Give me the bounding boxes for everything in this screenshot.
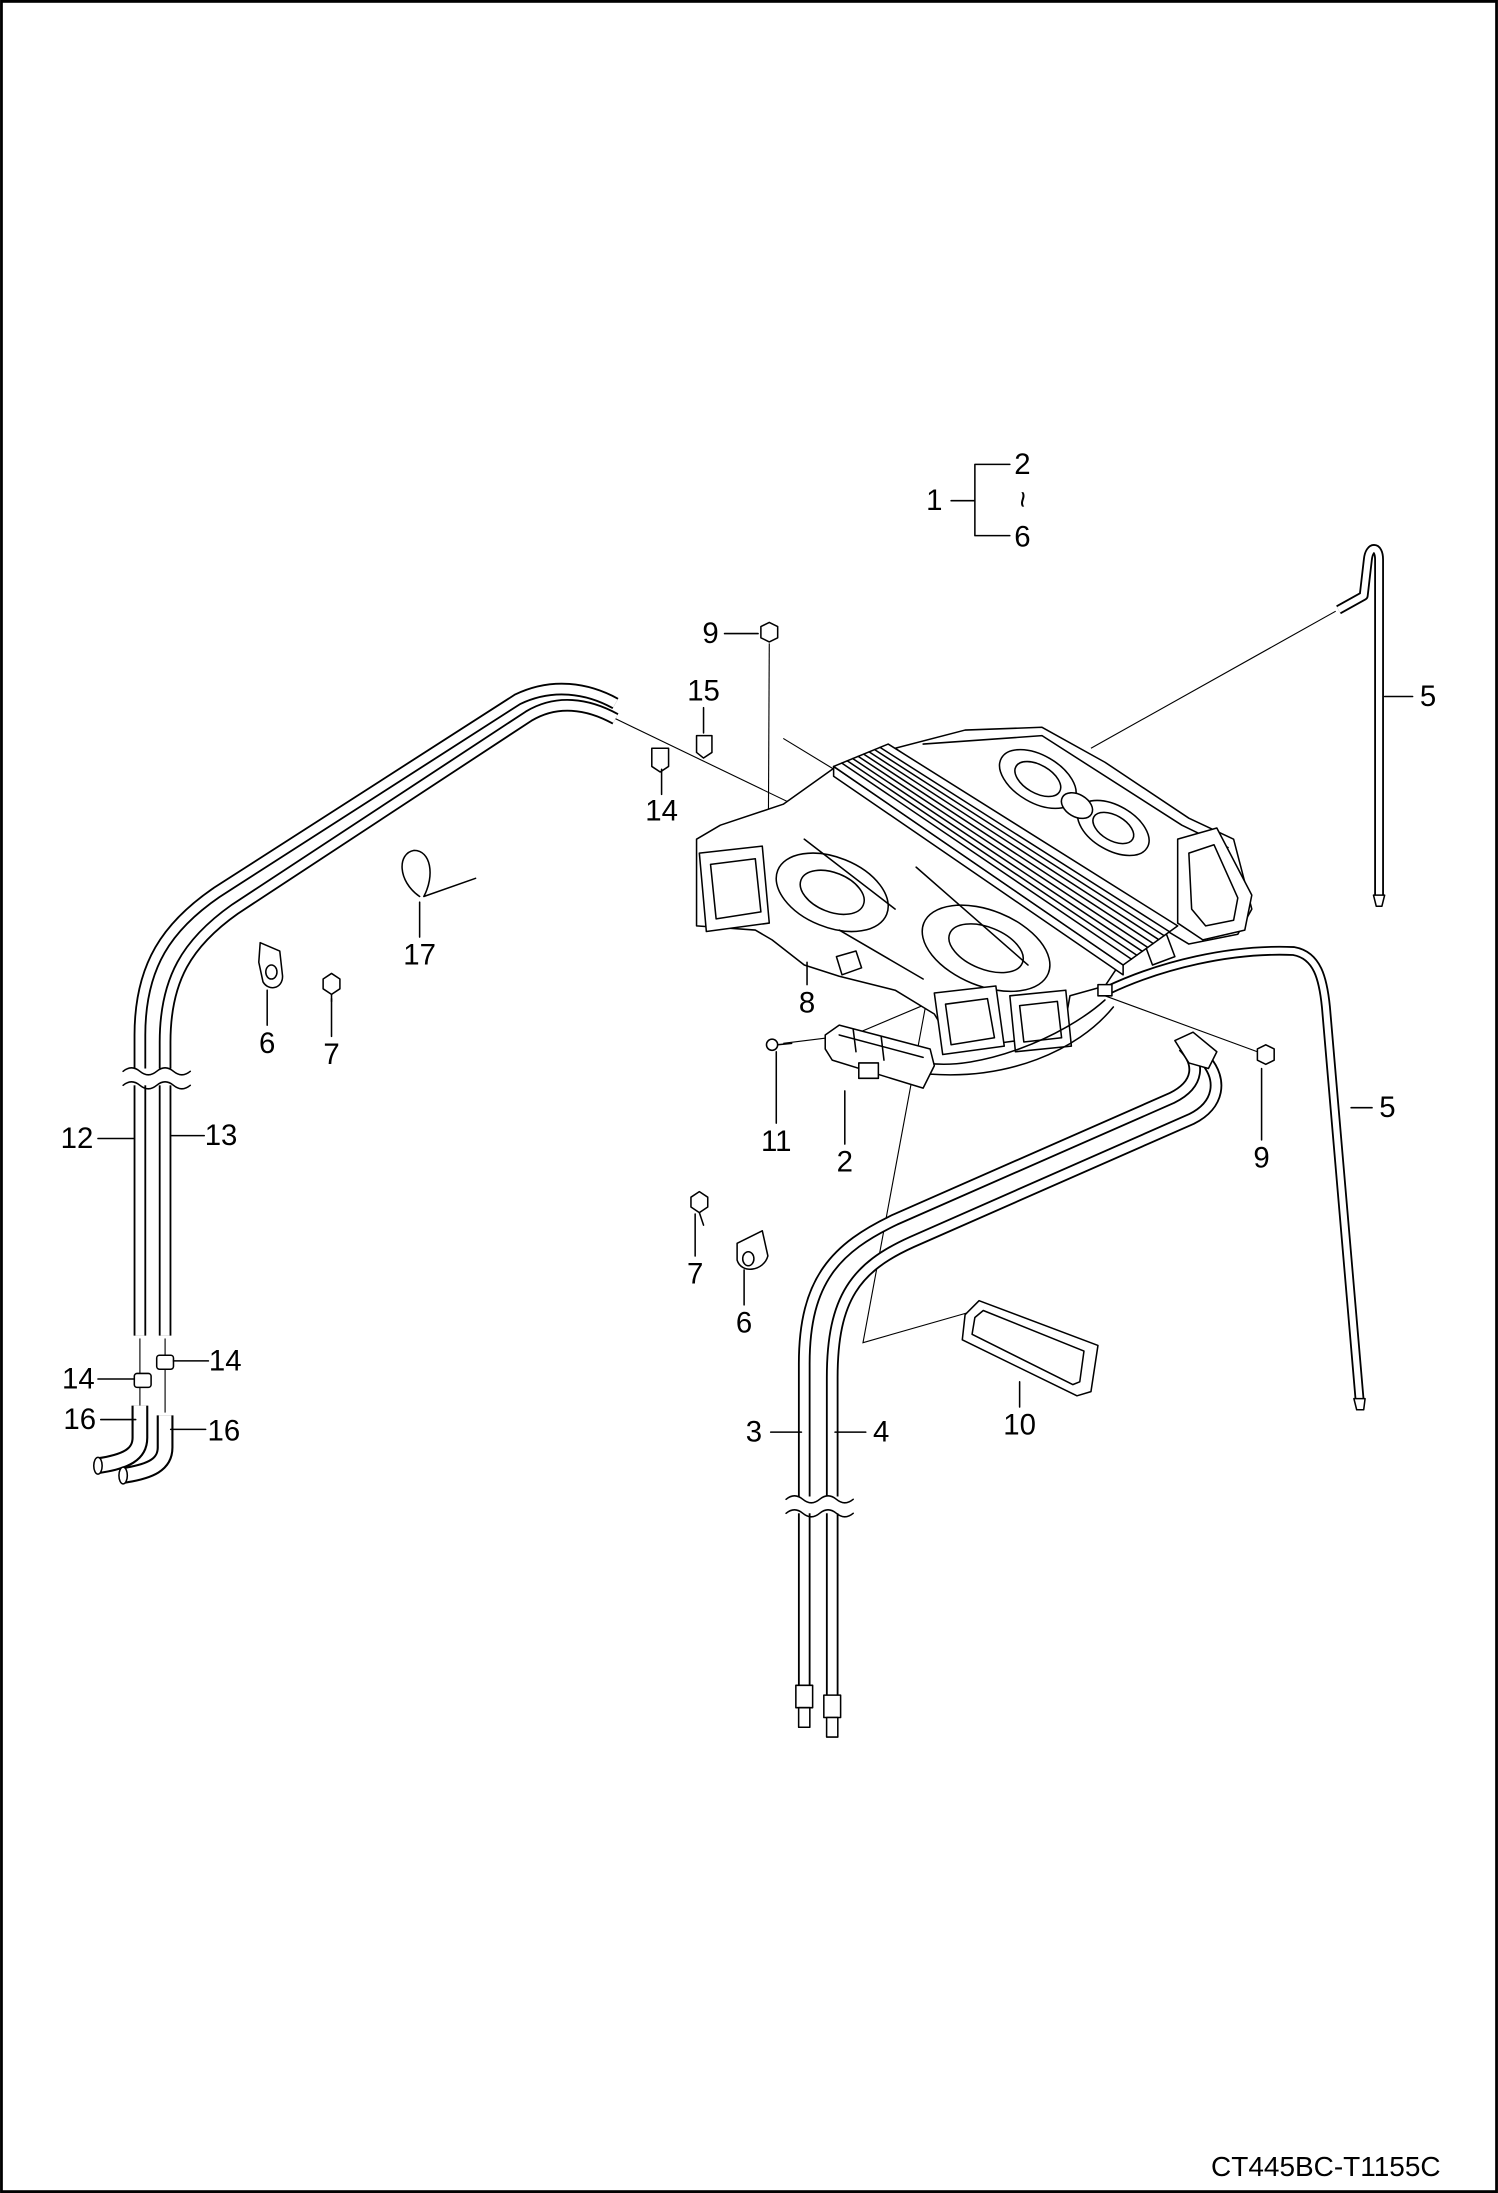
- callout-12: 12: [61, 1122, 94, 1155]
- clip-14-right: [155, 1354, 175, 1370]
- hose-16-left: [92, 1405, 149, 1475]
- callout-2-range-start: 2: [1014, 448, 1030, 481]
- bracket-6-mid: [736, 1229, 769, 1270]
- nut-9-top: [760, 621, 779, 643]
- control-module: [824, 999, 1115, 1089]
- hose-12: [133, 682, 619, 1336]
- clip-15: [695, 734, 713, 759]
- callout-13: 13: [205, 1119, 238, 1152]
- callout-14-left: 14: [62, 1363, 95, 1396]
- callout-range-tilde: ~: [1006, 491, 1039, 508]
- callout-6-left: 6: [259, 1027, 275, 1060]
- callout-3: 3: [746, 1416, 762, 1449]
- callout-16-left: 16: [63, 1403, 96, 1436]
- callout-10: 10: [1003, 1409, 1036, 1442]
- hose-break-left: [122, 1067, 192, 1090]
- hose-5-lower: [1105, 945, 1366, 1411]
- clip-14-top: [651, 747, 670, 773]
- callout-9-top: 9: [702, 617, 718, 650]
- hvac-unit: [695, 726, 1253, 1056]
- callout-16-right: 16: [207, 1414, 240, 1447]
- callout-2: 2: [837, 1146, 853, 1179]
- hose-5-upper: [1336, 544, 1386, 908]
- callout-labels: 2 ~ 6 1 9 15 14 17 6 7 8 12 13 11 2 5 5 …: [61, 448, 1437, 1449]
- callout-5-lower: 5: [1379, 1091, 1395, 1124]
- callout-6-mid: 6: [736, 1307, 752, 1340]
- callout-8: 8: [799, 986, 815, 1019]
- callout-5-upper: 5: [1420, 680, 1436, 713]
- leader-lines: [97, 463, 1414, 1433]
- bracket-6-left: [258, 941, 284, 989]
- callout-7-left: 7: [323, 1038, 339, 1071]
- drawing-code: CT445BC-T1155C: [1211, 2151, 1441, 2182]
- callout-11: 11: [761, 1125, 791, 1158]
- hose-13: [158, 699, 619, 1336]
- callout-15: 15: [687, 674, 720, 707]
- hose-16-right: [118, 1415, 174, 1485]
- bolt-7-mid: [690, 1190, 709, 1226]
- hose-elbow-fitting: [1174, 1031, 1218, 1070]
- filter-frame-10: [961, 1299, 1099, 1397]
- hose-fittings: [795, 1684, 842, 1738]
- nut-9-right: [1256, 1043, 1275, 1066]
- callout-6-range-end: 6: [1014, 521, 1030, 554]
- hose-4: [825, 1056, 1223, 1696]
- callout-1: 1: [926, 484, 942, 517]
- screw-11: [765, 1038, 793, 1052]
- hose-break-right: [785, 1495, 854, 1518]
- callout-14-right: 14: [209, 1344, 242, 1377]
- hose-3: [797, 1041, 1201, 1686]
- callout-14-top: 14: [645, 795, 678, 828]
- callout-7-mid: 7: [687, 1258, 703, 1291]
- callout-9-right: 9: [1253, 1142, 1269, 1175]
- callout-17: 17: [403, 939, 436, 972]
- clip-14-left: [133, 1372, 152, 1389]
- cable-tie-17: [401, 849, 477, 898]
- callout-4: 4: [873, 1416, 889, 1449]
